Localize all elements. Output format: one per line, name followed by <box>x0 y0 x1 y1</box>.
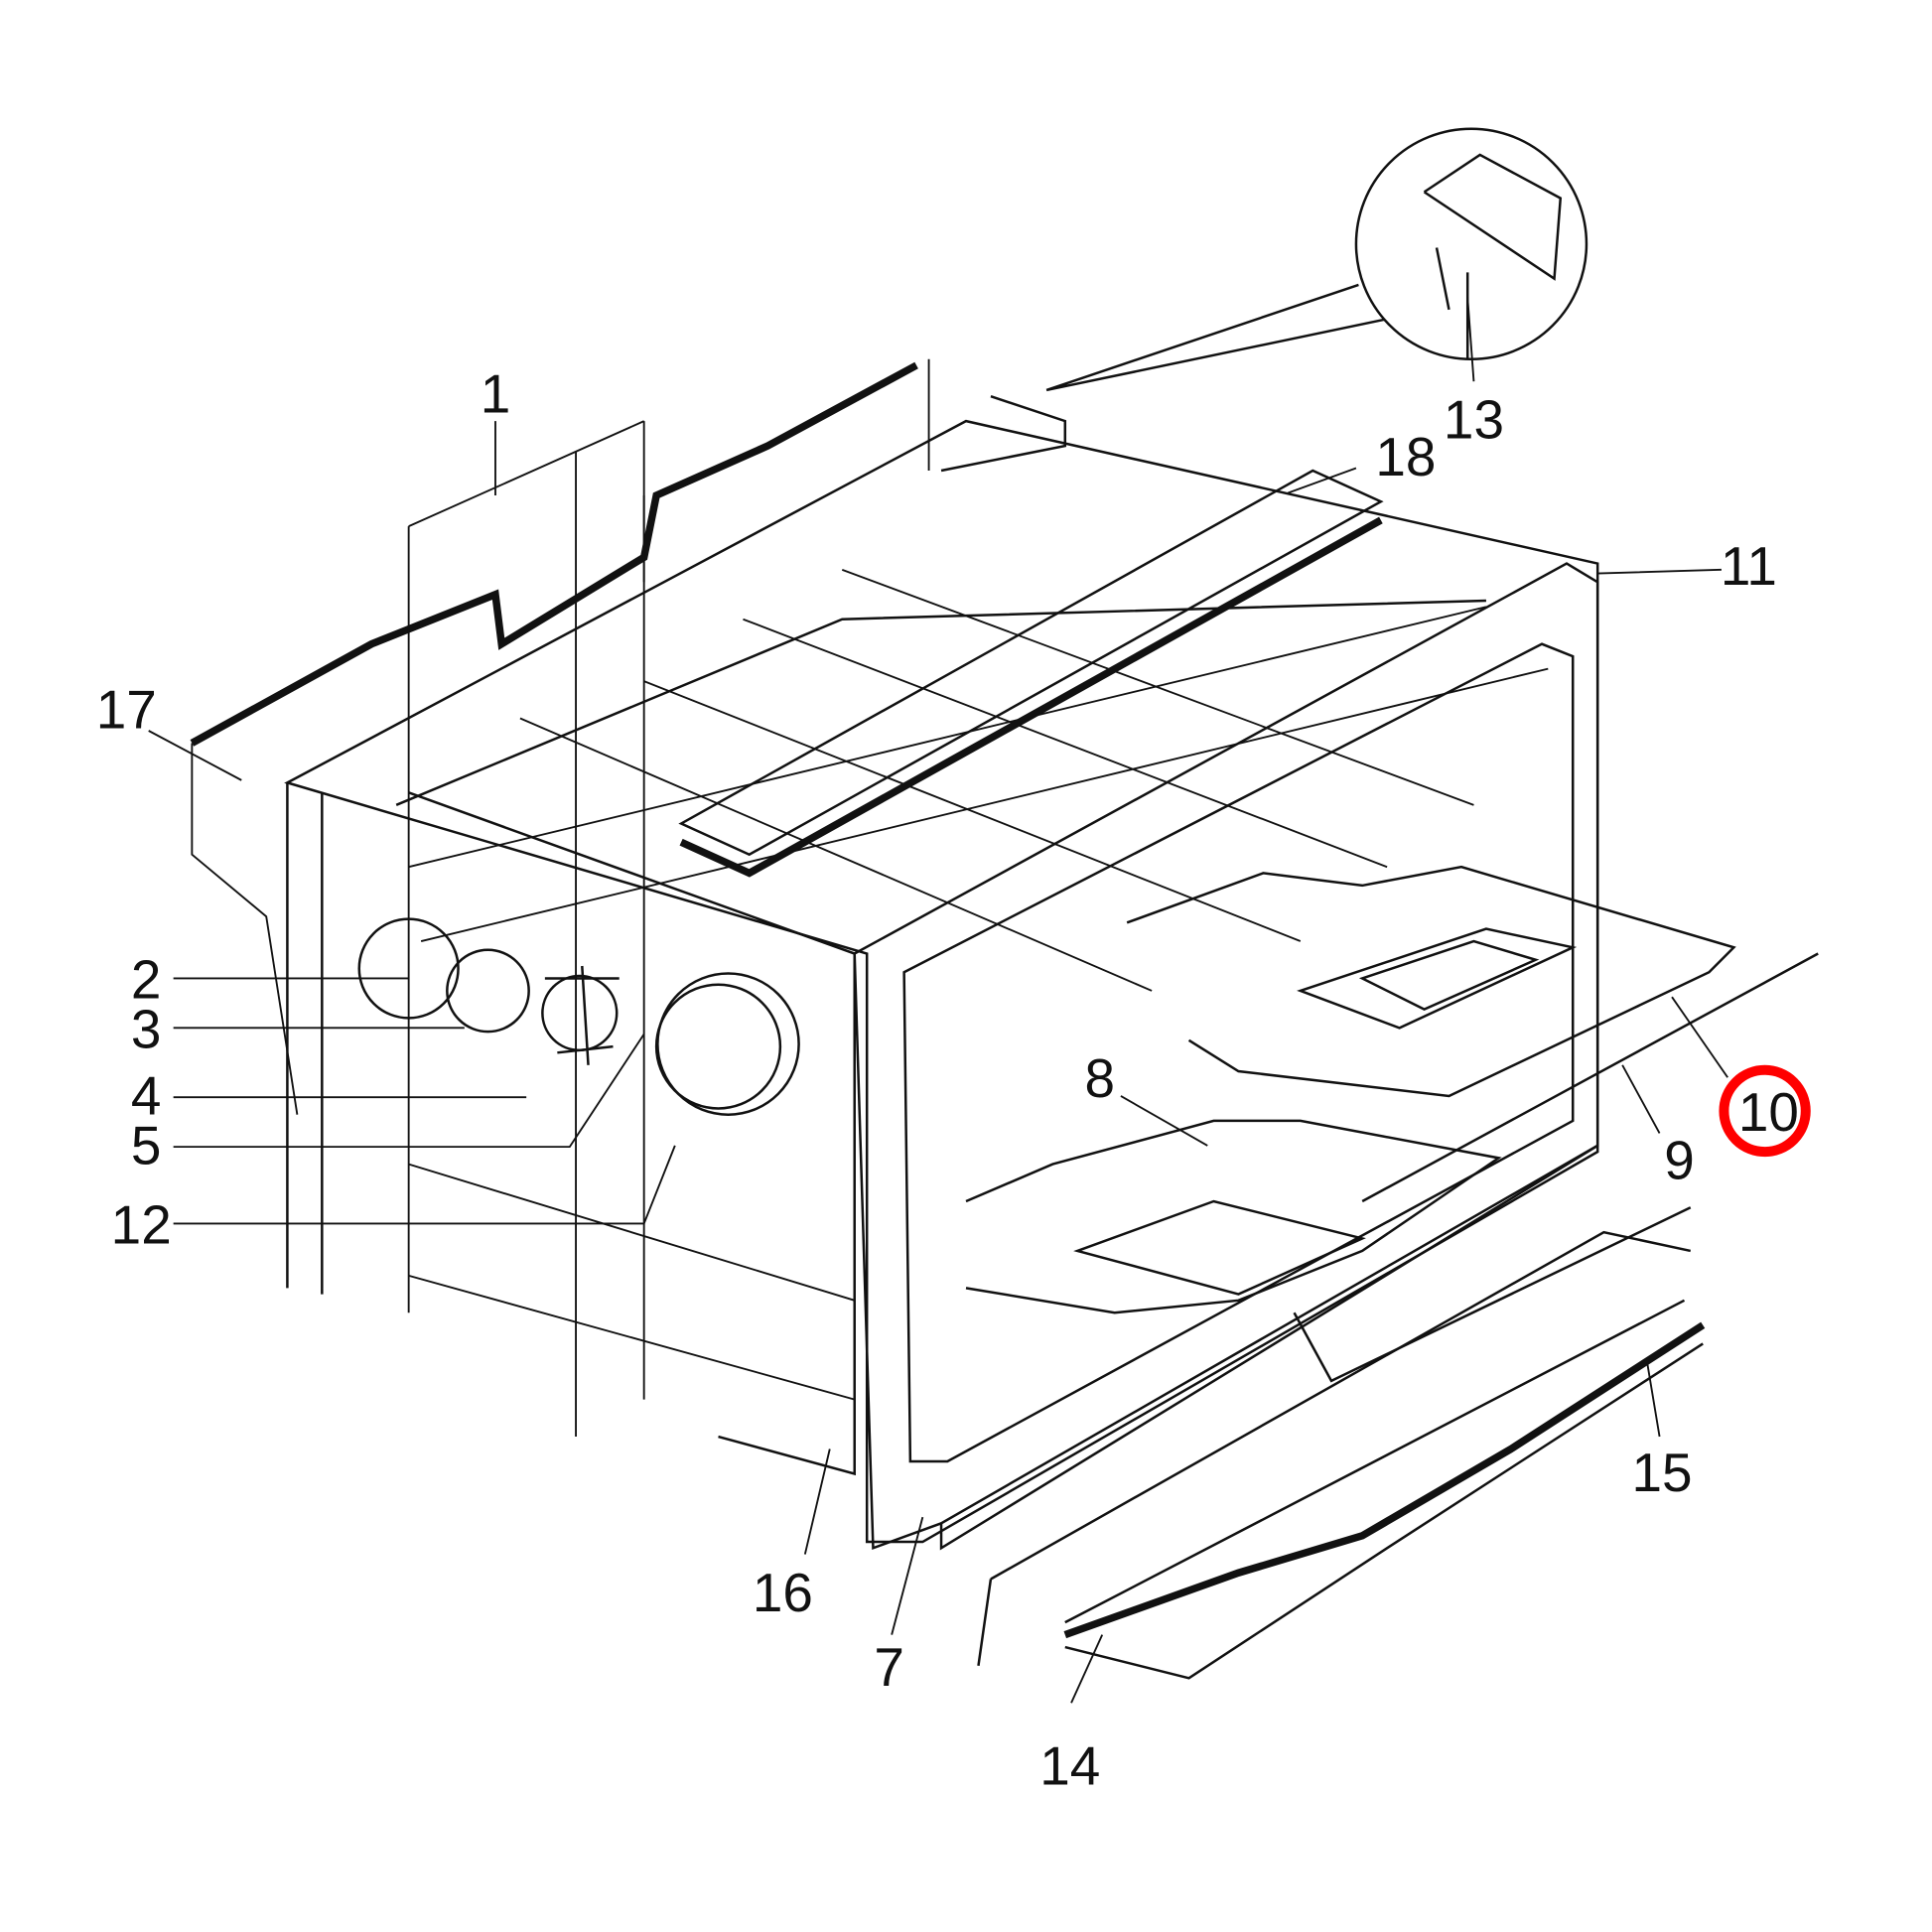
highlight-circle <box>1719 1064 1811 1158</box>
insulation-strip <box>678 469 1384 878</box>
label-13: 13 <box>1444 389 1504 451</box>
label-7: 7 <box>874 1636 904 1698</box>
insulation-bottom <box>977 1206 1706 1680</box>
label-15: 15 <box>1632 1442 1693 1503</box>
label-9: 9 <box>1664 1130 1695 1191</box>
label-16: 16 <box>753 1562 813 1623</box>
label-4: 4 <box>131 1065 162 1127</box>
oven-cavity <box>284 419 1599 1544</box>
label-17: 17 <box>96 678 157 740</box>
label-18: 18 <box>1375 426 1436 487</box>
fan-assembly <box>357 917 800 1116</box>
label-10: 10 <box>1738 1081 1799 1143</box>
label-2: 2 <box>131 948 162 1010</box>
door-frame <box>853 562 1599 1551</box>
label-5: 5 <box>131 1115 162 1176</box>
label-12: 12 <box>111 1193 172 1255</box>
label-1: 1 <box>481 362 511 424</box>
label-14: 14 <box>1039 1735 1100 1797</box>
label-3: 3 <box>131 998 162 1059</box>
heating-elements <box>965 865 1819 1314</box>
label-11: 11 <box>1721 535 1777 597</box>
label-8: 8 <box>1084 1047 1115 1109</box>
leader-lines <box>148 297 1728 1704</box>
